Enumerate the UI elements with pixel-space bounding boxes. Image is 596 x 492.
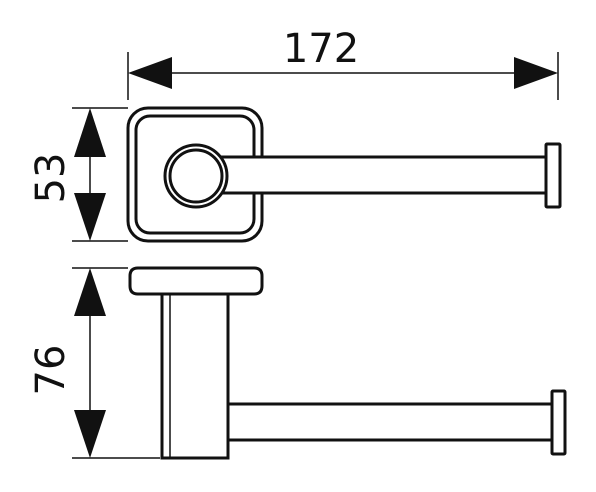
top-height-arrow-down xyxy=(74,193,106,241)
bottom-height-arrow-up xyxy=(74,268,106,316)
side-view xyxy=(128,266,567,460)
holder-arm xyxy=(194,155,548,195)
front-view xyxy=(126,106,562,243)
end-cap xyxy=(544,142,562,209)
bottom-height-label: 76 xyxy=(28,345,74,396)
top-height-label: 53 xyxy=(28,153,74,204)
width-arrow-left xyxy=(128,57,172,89)
bottom-height-arrow-down xyxy=(74,410,106,458)
top-height-arrow-up xyxy=(74,108,106,157)
width-dimension: 172 xyxy=(127,26,559,100)
bottom-height-dimension: 76 xyxy=(28,267,160,459)
vertical-post xyxy=(160,292,230,460)
width-arrow-right xyxy=(514,57,558,89)
top-height-dimension: 53 xyxy=(28,107,128,242)
wall-plate-side xyxy=(128,266,264,296)
arm-base-inner xyxy=(168,148,224,204)
side-end-cap xyxy=(550,389,567,456)
width-label: 172 xyxy=(283,26,359,72)
side-arm xyxy=(226,402,554,442)
